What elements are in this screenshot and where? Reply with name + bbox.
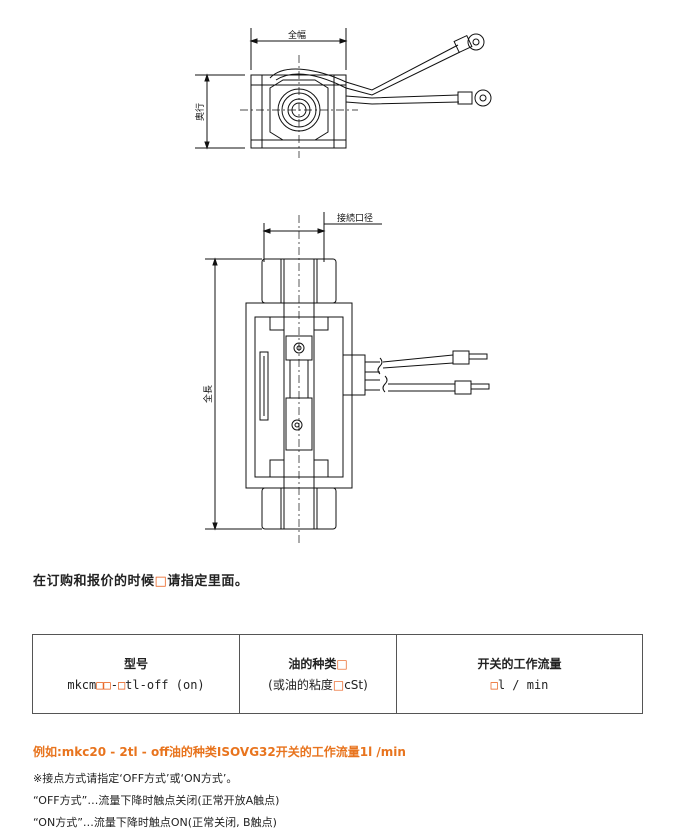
spec-table: 型号 mkcm□□-□tl-off (on) 油的种类□ (或油的粘度□cSt)… [32,634,643,714]
flow-rate-value: □l / min [398,675,641,695]
oil-type-heading: 油的种类□ [241,653,395,675]
contact-notes: ※接点方式请指定‘OFF方式’或‘ON方式’。 “OFF方式”…流量下降时触点关… [33,768,279,834]
instruction-text-after: 请指定里面。 [167,574,249,589]
port-size-label: 接続口径 [337,212,373,224]
oil-viscosity: (或油的粘度□cSt) [241,675,395,695]
placeholder-square-icon: □ [154,574,168,589]
note-line: “ON方式”…流量下降时触点ON(正常关闭, B触点) [33,816,277,829]
note-line: ※接点方式请指定‘OFF方式’或‘ON方式’。 [33,772,238,785]
oil-type-heading-text: 油的种类 [288,657,337,671]
order-example: 例如:mkc20 - 2tl - off油的种类ISOVG32开关的工作流量1l… [33,745,406,759]
model-code: mkcm□□-□tl-off (on) [34,675,238,695]
side-view [205,212,490,545]
technical-drawing: 全幅 奥行 接続口径 全長 [194,28,492,545]
model-dash: - [110,678,118,692]
model-suffix: tl-off (on) [125,678,205,692]
oil-type-cell: 油的种类□ (或油的粘度□cSt) [239,634,397,714]
model-square-b-icon: □ [117,678,126,692]
technical-drawing-svg: 全幅 奥行 接続口径 全長 [194,28,492,545]
model-prefix: mkcm [67,678,97,692]
oil-viscosity-square-icon: □ [332,678,345,692]
instruction-text-before: 在订购和报价的时候 [33,574,155,589]
oil-type-square-icon: □ [336,657,348,671]
model-square-a-icon: □□ [96,678,111,692]
note-line: “OFF方式”…流量下降时触点关闭(正常开放A触点) [33,794,280,807]
flow-rate-cell: 开关的工作流量 □l / min [396,634,643,714]
total-length-label: 全長 [202,385,214,403]
flow-rate-unit: l / min [497,678,549,692]
top-view [195,28,492,158]
oil-viscosity-unit: cSt) [344,678,368,692]
model-heading: 型号 [123,657,148,671]
ordering-instruction: 在订购和报价的时候□请指定里面。 [33,570,248,589]
oil-viscosity-open: (或油的粘度 [268,678,333,692]
model-cell: 型号 mkcm□□-□tl-off (on) [32,634,240,714]
flow-rate-heading: 开关的工作流量 [477,657,562,671]
width-dimension-label: 全幅 [288,29,306,41]
flow-rate-square-icon: □ [490,678,498,692]
depth-dimension-label: 奥行 [194,103,206,121]
